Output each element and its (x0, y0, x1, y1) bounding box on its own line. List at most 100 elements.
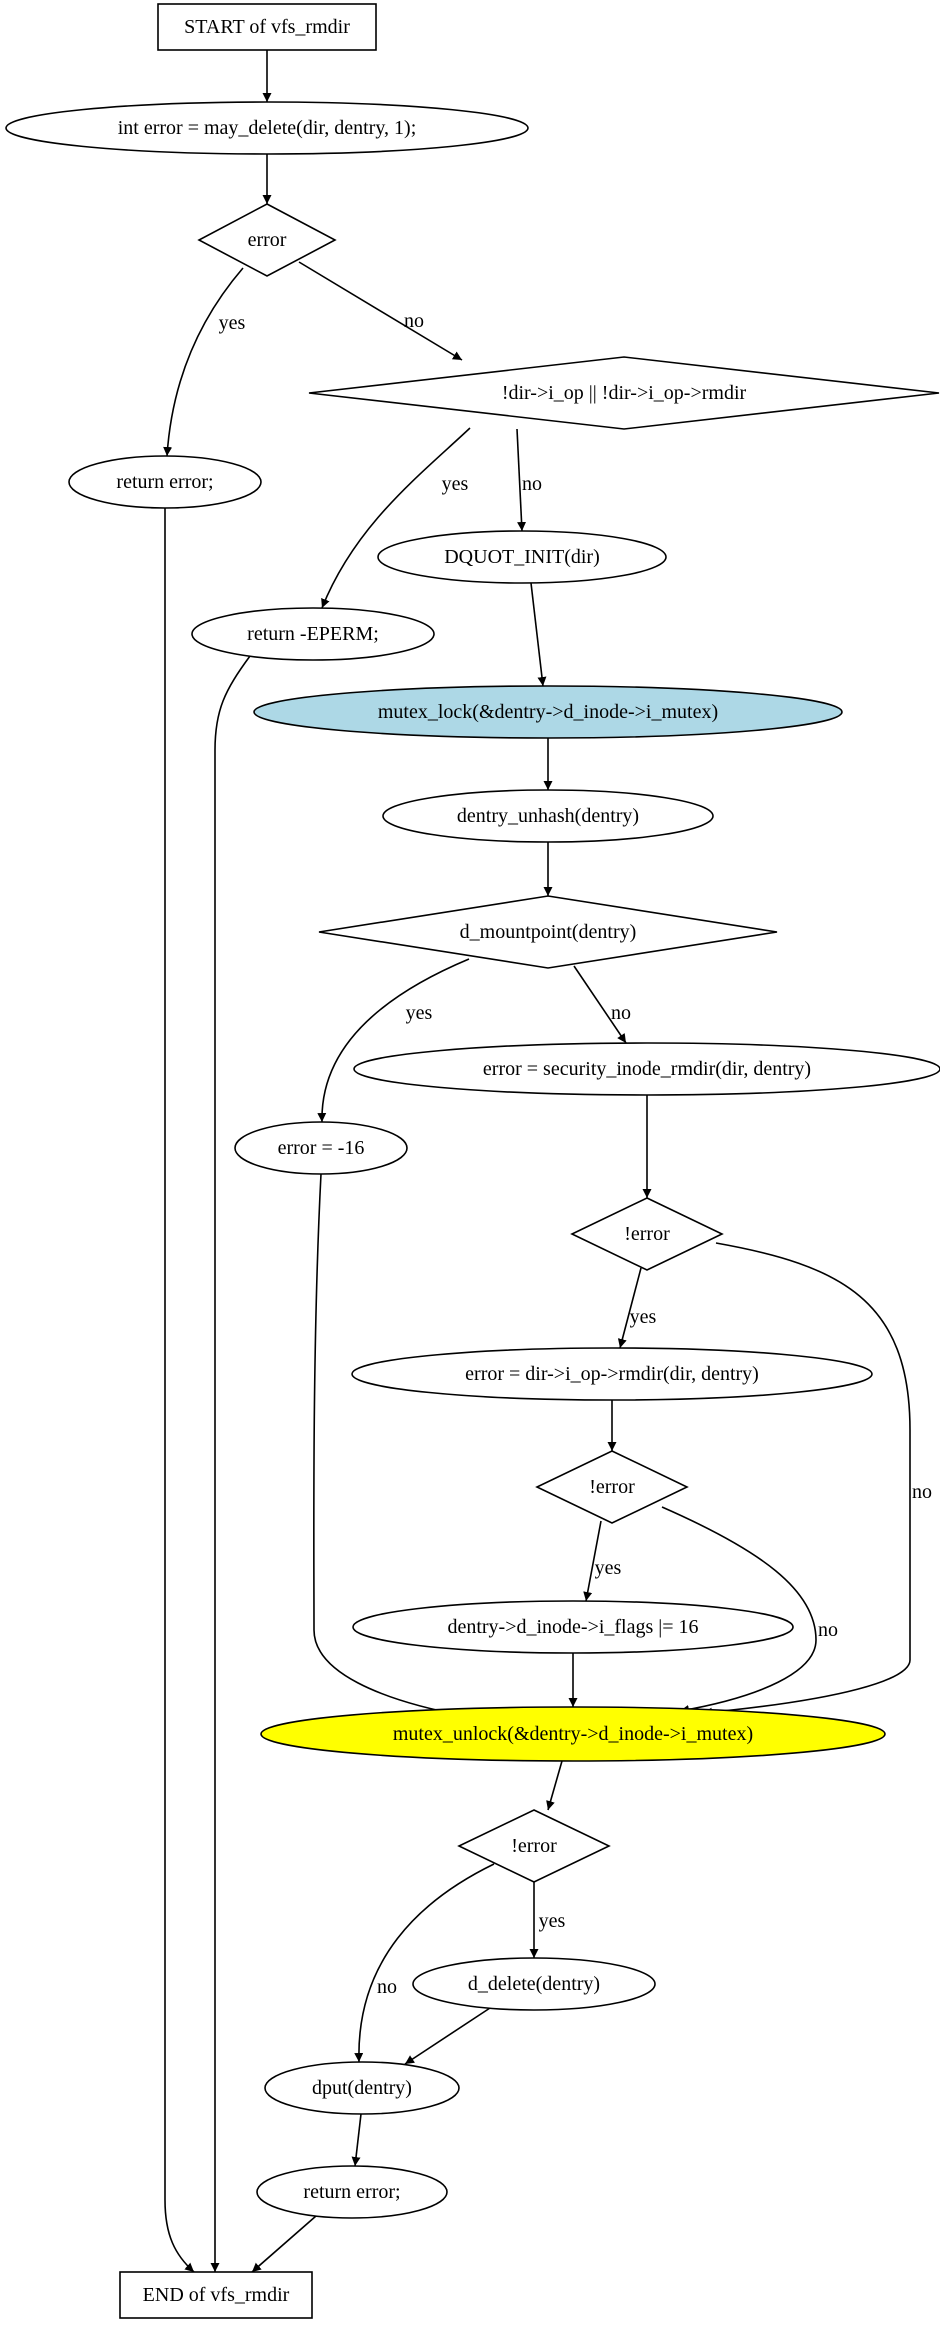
node-label: !error (589, 1476, 635, 1498)
edge-arrow (617, 1267, 642, 1349)
edge-label-no: no (611, 1002, 631, 1024)
ellipse-shape (264, 2061, 460, 2115)
node-set-flags: dentry->d_inode->i_flags |= 16 (352, 1600, 794, 1654)
diamond-shape (308, 356, 940, 430)
node-return-error-1: return error; (68, 455, 262, 509)
node-label: dentry_unhash(dentry) (457, 805, 639, 827)
edge-arrow (530, 582, 547, 687)
node-error-16: error = -16 (234, 1121, 408, 1175)
node-label: return -EPERM; (247, 623, 379, 645)
node-label: return error; (116, 471, 213, 493)
node-error-check-1: error (197, 203, 337, 277)
node-label: !dir->i_op || !dir->i_op->rmdir (502, 382, 747, 404)
diamond-shape (318, 895, 778, 969)
node-iop-check: !dir->i_op || !dir->i_op->rmdir (308, 356, 940, 430)
ellipse-shape (352, 1600, 794, 1654)
node-label: error = -16 (278, 1137, 365, 1159)
ellipse-shape (377, 530, 667, 584)
edge-label-no: no (377, 1976, 397, 1998)
edge-error_check_1-to-return_error_1: yes (163, 267, 246, 457)
ellipse-shape (68, 455, 262, 509)
node-label: error = security_inode_rmdir(dir, dentry… (483, 1058, 811, 1080)
edge-arrow (546, 1760, 563, 1811)
ellipse-shape (353, 1042, 940, 1096)
node-not-error-3: !error (457, 1809, 611, 1883)
ellipse-shape (412, 1957, 656, 2011)
edge-label-no: no (404, 310, 424, 332)
edge-arrow (404, 2007, 491, 2065)
node-may-delete: int error = may_delete(dir, dentry, 1); (5, 101, 529, 155)
edges-layer: yes no yes no yes no yes no yes no yes no (163, 50, 932, 2273)
edge-label-yes: yes (219, 312, 246, 334)
node-label: !error (511, 1835, 557, 1857)
node-security-check: error = security_inode_rmdir(dir, dentry… (353, 1042, 940, 1096)
edge-arrow (317, 958, 470, 1123)
diamond-shape (535, 1450, 689, 1524)
edge-arrow (298, 261, 463, 361)
diamond-shape (197, 203, 337, 277)
edge-return_error_2-to-end (251, 2215, 317, 2273)
node-label: mutex_unlock(&dentry->d_inode->i_mutex) (393, 1723, 753, 1745)
edge-dquot_init-to-mutex_lock (530, 582, 547, 687)
node-label: d_delete(dentry) (468, 1973, 600, 1995)
diamond-shape (457, 1809, 611, 1883)
edge-arrow (516, 428, 527, 532)
node-d-delete: d_delete(dentry) (412, 1957, 656, 2011)
edge-arrow (661, 1506, 817, 1714)
node-label: d_mountpoint(dentry) (460, 921, 637, 943)
node-label: dentry->d_inode->i_flags |= 16 (447, 1616, 698, 1638)
box-shape (157, 3, 377, 51)
node-label: error = dir->i_op->rmdir(dir, dentry) (465, 1363, 759, 1385)
node-label: int error = may_delete(dir, dentry, 1); (118, 117, 417, 139)
edge-arrow (583, 1520, 602, 1602)
node-start: START of vfs_rmdir (157, 3, 377, 51)
node-d-mountpoint: d_mountpoint(dentry) (318, 895, 778, 969)
edge-d_mountpoint-to-error_16: yes (317, 958, 470, 1123)
edge-not_error_1-to-rmdir_call: yes (617, 1267, 657, 1349)
node-label: dput(dentry) (312, 2077, 412, 2099)
ellipse-shape (191, 607, 435, 661)
node-end: END of vfs_rmdir (119, 2271, 313, 2319)
edge-label-yes: yes (442, 473, 469, 495)
node-label: mutex_lock(&dentry->d_inode->i_mutex) (378, 701, 718, 723)
node-dentry-unhash: dentry_unhash(dentry) (382, 789, 714, 843)
edge-dput-to-return_error_2 (351, 2113, 362, 2167)
edge-arrow (321, 427, 471, 609)
node-rmdir-call: error = dir->i_op->rmdir(dir, dentry) (351, 1347, 873, 1401)
edge-iop_check-to-return_eperm: yes (321, 427, 471, 609)
ellipse-shape (382, 789, 714, 843)
edge-arrow (573, 965, 627, 1044)
node-label: error (248, 229, 287, 251)
node-label: !error (624, 1223, 670, 1245)
edge-return_eperm-to-end (210, 655, 251, 2272)
node-mutex-lock: mutex_lock(&dentry->d_inode->i_mutex) (253, 685, 843, 739)
edge-arrow (163, 267, 244, 457)
edge-not_error_2-to-set_flags: yes (583, 1520, 622, 1602)
edge-iop_check-to-dquot_init: no (516, 428, 542, 532)
edge-mutex_unlock-to-not_error_3 (546, 1760, 563, 1811)
diamond-shape (570, 1197, 724, 1271)
node-label: return error; (303, 2181, 400, 2203)
node-mutex-unlock: mutex_unlock(&dentry->d_inode->i_mutex) (260, 1706, 886, 1762)
edge-label-no: no (912, 1481, 932, 1503)
node-return-eperm: return -EPERM; (191, 607, 435, 661)
box-shape (119, 2271, 313, 2319)
node-not-error-2: !error (535, 1450, 689, 1524)
ellipse-shape (234, 1121, 408, 1175)
ellipse-shape (260, 1706, 886, 1762)
edge-not_error_3-to-dput: no (354, 1863, 495, 2063)
node-return-error-2: return error; (256, 2165, 448, 2219)
edge-label-no: no (818, 1619, 838, 1641)
edge-not_error_3-to-d_delete: yes (529, 1882, 566, 1958)
ellipse-shape (351, 1347, 873, 1401)
edge-label-yes: yes (630, 1306, 657, 1328)
edge-arrow (210, 655, 251, 2272)
edge-d_delete-to-dput (404, 2007, 491, 2065)
ellipse-shape (256, 2165, 448, 2219)
edge-arrow (251, 2215, 317, 2273)
edge-label-yes: yes (539, 1910, 566, 1932)
edge-label-yes: yes (595, 1557, 622, 1579)
edge-arrow (702, 1242, 911, 1717)
